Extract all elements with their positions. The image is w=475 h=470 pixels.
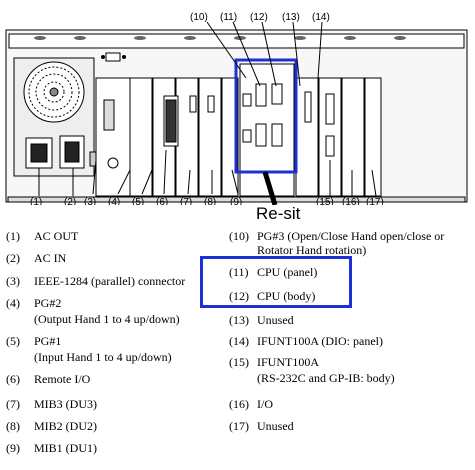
legend-num: (11)	[229, 265, 249, 279]
chassis-vents	[34, 36, 406, 40]
legend-num: (3)	[6, 274, 20, 288]
legend-text: Remote I/O	[34, 372, 91, 386]
legend-num: (12)	[229, 289, 249, 303]
callout-1: (1)	[30, 197, 42, 205]
ac-in-socket	[59, 135, 85, 169]
top-port	[105, 52, 121, 62]
callout-8: (8)	[204, 197, 216, 205]
legend-num: (15)	[229, 355, 249, 369]
rear-panel-diagram: (10) (11) (12) (13) (14) (1) (2) (3) (4)…	[5, 12, 468, 205]
cpu-legend-highlight	[200, 256, 352, 308]
legend-text: IFUNT100A (DIO: panel)	[257, 334, 383, 348]
legend-num: (9)	[6, 441, 20, 455]
legend-subtext: (RS-232C and GP-IB: body)	[257, 371, 395, 385]
legend-text: IFUNT100A	[257, 355, 319, 369]
callout-14: (14)	[312, 12, 330, 23]
legend-num: (13)	[229, 313, 249, 327]
callout-16: (16)	[342, 197, 360, 205]
callout-7: (7)	[180, 197, 192, 205]
callout-9: (9)	[230, 197, 242, 205]
legend-num: (16)	[229, 397, 249, 411]
legend-num: (8)	[6, 419, 20, 433]
legend-text: Unused	[257, 313, 294, 327]
legend-text: PG#3 (Open/Close Hand open/close or	[257, 229, 445, 243]
legend-num: (1)	[6, 229, 20, 243]
callout-17: (17)	[366, 197, 384, 205]
legend-num: (6)	[6, 372, 20, 386]
legend-num: (17)	[229, 419, 249, 433]
legend-text: PG#2	[34, 296, 62, 310]
legend-text: MIB2 (DU2)	[34, 419, 97, 433]
callout-5: (5)	[132, 197, 144, 205]
legend-text: MIB3 (DU3)	[34, 397, 97, 411]
callout-4: (4)	[108, 197, 120, 205]
callout-3: (3)	[84, 197, 96, 205]
legend-text: I/O	[257, 397, 273, 411]
resit-annotation: Re-sit	[256, 204, 301, 223]
legend-num: (5)	[6, 334, 20, 348]
ac-out-socket	[25, 137, 53, 169]
legend-num: (10)	[229, 229, 249, 243]
legend-num: (14)	[229, 334, 249, 348]
legend-text: CPU (panel)	[257, 265, 318, 279]
callout-12: (12)	[250, 12, 268, 23]
legend-text: IEEE-1284 (parallel) connector	[34, 274, 186, 288]
callout-11: (11)	[220, 12, 237, 23]
legend-subtext: (Input Hand 1 to 4 up/down)	[34, 350, 172, 364]
legend-text: AC IN	[34, 251, 67, 265]
callout-6: (6)	[156, 197, 168, 205]
top-callout-labels: (10) (11) (12) (13) (14)	[190, 12, 330, 23]
top-leaders	[206, 21, 323, 87]
slot-connectors	[163, 83, 335, 157]
callout-13: (13)	[282, 12, 300, 23]
legend-text: AC OUT	[34, 229, 79, 243]
legend-text: MIB1 (DU1)	[34, 441, 97, 455]
legend-text: PG#1	[34, 334, 62, 348]
legend-num: (4)	[6, 296, 20, 310]
bottom-leaders	[38, 149, 377, 197]
callout-2: (2)	[64, 197, 76, 205]
parallel-connector	[89, 77, 131, 197]
legend-num: (2)	[6, 251, 20, 265]
bottom-callout-labels: (1) (2) (3) (4) (5) (6) (7) (8) (9) (15)…	[30, 197, 384, 205]
resit-pointer	[262, 171, 278, 205]
legend-text: CPU (body)	[257, 289, 316, 303]
legend-subtext: Rotator Hand rotation)	[257, 243, 367, 257]
legend-num: (7)	[6, 397, 20, 411]
legend-subtext: (Output Hand 1 to 4 up/down)	[34, 312, 180, 326]
callout-15: (15)	[316, 197, 334, 205]
legend-text: Unused	[257, 419, 294, 433]
callout-10: (10)	[190, 12, 208, 23]
